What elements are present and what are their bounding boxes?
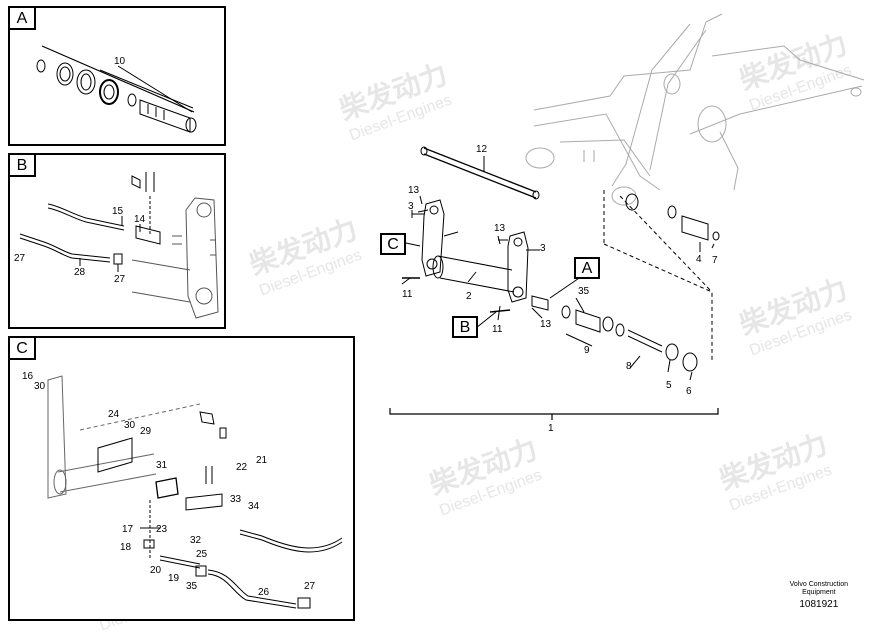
part-label: 34 xyxy=(248,501,260,512)
part-label: 28 xyxy=(74,267,86,278)
part-label: 5 xyxy=(666,380,672,391)
part-label: 35 xyxy=(578,286,590,297)
part-label: 7 xyxy=(712,255,718,266)
detail-panel-a: A xyxy=(8,6,226,146)
part-label: 27 xyxy=(304,581,316,592)
part-label: 13 xyxy=(408,185,420,196)
part-label: 31 xyxy=(156,460,168,471)
part-label: 1 xyxy=(548,423,554,434)
part-label: 30 xyxy=(124,420,136,431)
callout-b: B xyxy=(452,316,478,338)
lever-right xyxy=(498,231,529,303)
footer-company: Volvo Construction xyxy=(789,581,848,588)
part-label: 29 xyxy=(140,426,152,437)
part-label: 6 xyxy=(686,386,692,397)
part-label: 10 xyxy=(114,56,126,67)
part-label: 9 xyxy=(584,345,590,356)
bushing-4-7 xyxy=(625,193,720,241)
panel-letter-b: B xyxy=(10,155,36,177)
part-label: 12 xyxy=(476,144,488,155)
part-label: 32 xyxy=(190,535,202,546)
part-label: 13 xyxy=(540,319,552,330)
lever-left xyxy=(411,199,445,277)
part-label: 20 xyxy=(150,565,162,576)
footer-company-sub: Equipment xyxy=(802,589,836,596)
part-label: 22 xyxy=(236,462,248,473)
boom-frame xyxy=(525,13,865,206)
part-label: 26 xyxy=(258,587,270,598)
part-label: 25 xyxy=(196,549,208,560)
part-label: 14 xyxy=(134,214,146,225)
part-label: 4 xyxy=(696,254,702,265)
part-label: 19 xyxy=(168,573,180,584)
part-label: 30 xyxy=(34,381,46,392)
shaft-12 xyxy=(420,146,540,200)
footer: Volvo Construction Equipment 1081921 xyxy=(790,581,848,611)
panel-b-parts xyxy=(19,172,219,319)
part-label: 17 xyxy=(122,524,134,535)
part-label: 27 xyxy=(114,274,126,285)
part-label: 24 xyxy=(108,409,120,420)
panel-letter-c: C xyxy=(10,338,36,360)
part-label: 3 xyxy=(408,201,414,212)
part-label: 11 xyxy=(492,324,503,335)
part-label: 23 xyxy=(156,524,168,535)
part-label: 13 xyxy=(494,223,506,234)
part-label: 21 xyxy=(256,455,268,466)
callout-c: C xyxy=(380,233,406,255)
panel-c-parts xyxy=(47,375,343,609)
drawing-number: 1081921 xyxy=(799,599,839,610)
part-label: 33 xyxy=(230,494,242,505)
tube-2 xyxy=(432,255,515,293)
part-label: 27 xyxy=(14,253,26,264)
pin-assembly xyxy=(531,295,698,372)
callout-a: A xyxy=(574,257,600,279)
part-label: 3 xyxy=(540,243,546,254)
panel-a-parts xyxy=(36,45,197,133)
panel-letter-a: A xyxy=(10,8,36,30)
part-label: 15 xyxy=(112,206,124,217)
part-label: 11 xyxy=(402,289,413,300)
part-label: 8 xyxy=(626,361,632,372)
part-label: 18 xyxy=(120,542,132,553)
part-label: 35 xyxy=(186,581,198,592)
part-label: 2 xyxy=(466,291,472,302)
part-label: 16 xyxy=(22,371,34,382)
